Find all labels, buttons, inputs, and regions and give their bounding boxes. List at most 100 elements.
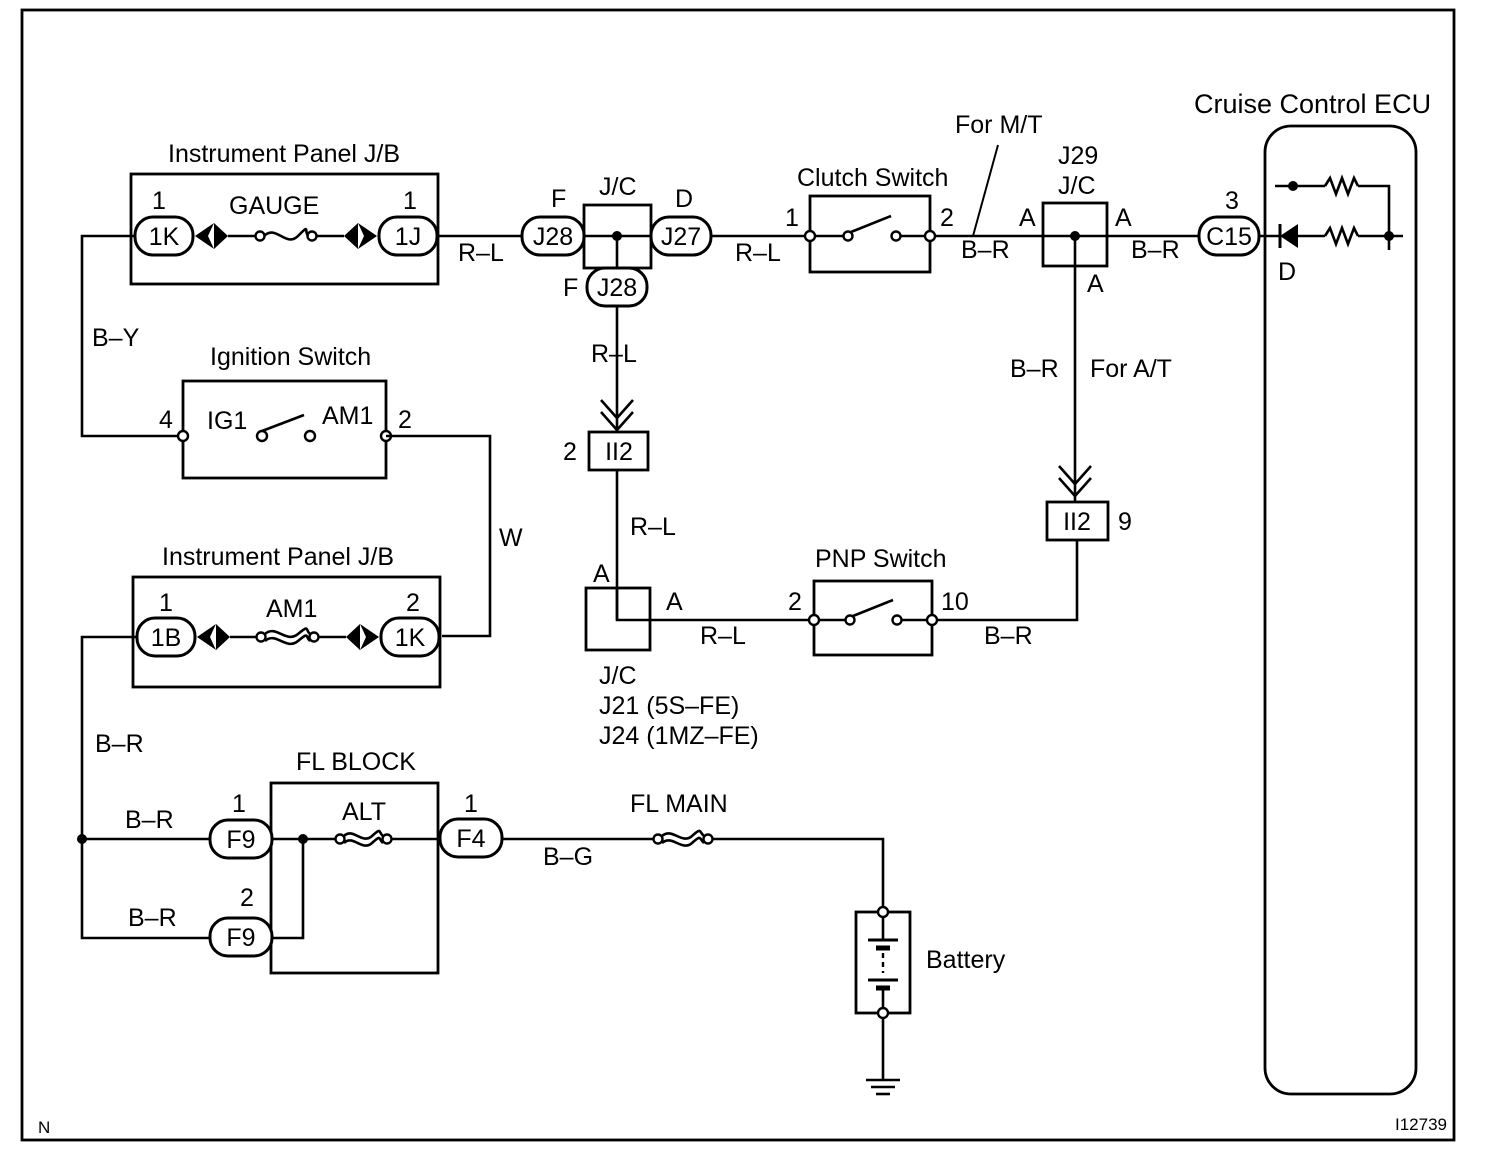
connector-1j — [377, 215, 439, 257]
jc-bottom-line2: J21 (5S–FE) — [599, 692, 739, 720]
wire-b-r-pnp — [937, 540, 1079, 622]
ignition-pin-left: 4 — [159, 406, 173, 434]
ip-jb-bottom-pin-right: 2 — [406, 589, 420, 617]
wire-label-r-l-4: R–L — [630, 513, 676, 541]
instrument-panel-jb-bottom: Instrument Panel J/B 1 2 AM1 1B 1K — [131, 543, 442, 689]
ip-jb-top-pin-left: 1 — [152, 187, 166, 215]
alt-fuse-label: ALT — [342, 798, 386, 826]
ecu-resistor-upper-icon — [1323, 174, 1360, 198]
connector-j28-bottom-label: J28 — [597, 274, 637, 302]
junction-connector-j29: J29 J/C A A A — [1019, 142, 1132, 298]
ignition-contact-ig1: IG1 — [207, 407, 247, 435]
connector-1k-top-label: 1K — [149, 223, 180, 251]
wire-label-b-r-f9-2: B–R — [128, 904, 177, 932]
fl-block-pin-right: 1 — [464, 790, 478, 818]
fl-block-pin-bottom-left: 2 — [240, 884, 254, 912]
connector-f4-label: F4 — [456, 825, 485, 853]
ignition-switch-title: Ignition Switch — [210, 343, 371, 371]
connector-j28-left-label: J28 — [533, 223, 573, 251]
jb-bottom-wedge-right-icon — [346, 624, 379, 650]
fl-block-box — [269, 781, 440, 975]
corner-mark: N — [38, 1118, 50, 1137]
wire-label-r-l-2: R–L — [735, 239, 781, 267]
connector-1j-label: 1J — [395, 223, 421, 251]
ignition-contact-am1: AM1 — [322, 402, 373, 430]
jb-bottom-wedge-left-icon — [197, 624, 230, 650]
cruise-control-ecu: Cruise Control ECU 3 C15 D — [1194, 89, 1431, 1096]
jc-top-pin-left: F — [551, 185, 566, 213]
clutch-switch: Clutch Switch 1 2 — [785, 164, 954, 274]
wire-label-w: W — [499, 524, 523, 552]
cruise-ecu-box — [1263, 124, 1418, 1096]
jc-top-pin-right: D — [675, 185, 693, 213]
figure-id: I12739 — [1395, 1115, 1447, 1134]
connector-ii2-left-label: II2 — [605, 438, 633, 466]
ignition-pin-right: 2 — [398, 406, 412, 434]
connector-arrow-right-icon — [1058, 465, 1092, 498]
note-for-at: For A/T — [1090, 355, 1172, 383]
jc-j29-title-line2: J/C — [1058, 172, 1096, 200]
connector-ii2-right-pin: 9 — [1118, 508, 1132, 536]
instrument-panel-jb-top: Instrument Panel J/B 1 1 GAUGE 1K 1J — [129, 140, 440, 286]
connector-ii2-right-label: II2 — [1063, 508, 1091, 536]
gauge-fuse-label: GAUGE — [229, 192, 319, 220]
ignition-switch: Ignition Switch 4 2 IG1 AM1 — [159, 343, 412, 480]
battery: Battery — [854, 905, 1006, 1096]
clutch-switch-title: Clutch Switch — [797, 164, 948, 192]
pnp-switch: PNP Switch 2 10 — [788, 545, 969, 657]
gauge-fuse-icon — [263, 227, 310, 241]
jb-wedge-right-icon — [344, 223, 377, 249]
jb-wedge-left-icon — [195, 223, 228, 249]
cruise-ecu-title: Cruise Control ECU — [1194, 89, 1431, 119]
ip-jb-bottom-pin-left: 1 — [159, 589, 173, 617]
wire-b-y — [80, 234, 183, 438]
connector-1b-label: 1B — [151, 624, 182, 652]
connector-1k-bottom — [379, 616, 441, 658]
wire-label-b-r-clutch: B–R — [961, 236, 1010, 264]
jc-bottom-pin-top: A — [593, 560, 610, 588]
wire-label-b-r-at: B–R — [1010, 355, 1059, 383]
am1-fuse-label: AM1 — [266, 595, 317, 623]
connector-ii2-left-pin: 2 — [563, 438, 577, 466]
alt-fuse-icon — [343, 829, 384, 847]
jc-j29-pin-right: A — [1115, 204, 1132, 232]
pnp-switch-title: PNP Switch — [815, 545, 947, 573]
note-for-mt: For M/T — [955, 111, 1043, 139]
jc-bottom-line3: J24 (1MZ–FE) — [599, 722, 759, 750]
wire-label-r-l-5: R–L — [700, 622, 746, 650]
ignition-switch-contact-icon — [261, 413, 305, 433]
wire-label-b-y: B–Y — [92, 324, 140, 352]
pnp-switch-box — [812, 579, 934, 657]
cruise-ecu-diode-label: D — [1278, 258, 1296, 286]
battery-title: Battery — [926, 946, 1006, 974]
ground-icon — [866, 1078, 900, 1096]
pnp-pin-left: 2 — [788, 588, 802, 616]
fl-block: FL BLOCK 1 2 1 ALT F9 F9 F4 — [208, 748, 504, 975]
fl-block-pin-top-left: 1 — [232, 790, 246, 818]
jc-bottom-title: J/C — [599, 662, 637, 690]
connector-ii2-left: II2 2 — [563, 430, 650, 472]
wire-label-b-r-f9-1: B–R — [125, 806, 174, 834]
jc-bottom-pin-right: A — [666, 588, 683, 616]
diode-icon — [1278, 224, 1298, 248]
connector-ii2-right: II2 9 — [1045, 500, 1132, 542]
connector-c15-label: C15 — [1206, 223, 1252, 251]
clutch-pin-right: 2 — [940, 204, 954, 232]
wire-label-b-r-pnp: B–R — [984, 622, 1033, 650]
ip-jb-top-box — [129, 172, 440, 286]
connector-1k-bottom-label: 1K — [395, 624, 426, 652]
junction-connector-top: J/C F D F J28 J27 J28 — [520, 173, 713, 308]
ecu-resistor-lower-icon — [1323, 224, 1360, 248]
wire-label-b-g: B–G — [543, 843, 593, 871]
connector-f9-1-label: F9 — [226, 826, 255, 854]
jc-j29-pin-left: A — [1019, 204, 1036, 232]
wire-b-r-left-trunk — [80, 635, 210, 940]
clutch-switch-contact-icon — [850, 214, 892, 234]
pnp-switch-contact-icon — [852, 598, 894, 618]
jc-top-pin-bottom: F — [563, 274, 578, 302]
connector-j27-label: J27 — [661, 223, 701, 251]
fl-main-fusible-link: FL MAIN — [630, 790, 728, 847]
clutch-switch-box — [808, 194, 932, 274]
pnp-pin-right: 10 — [941, 588, 969, 616]
